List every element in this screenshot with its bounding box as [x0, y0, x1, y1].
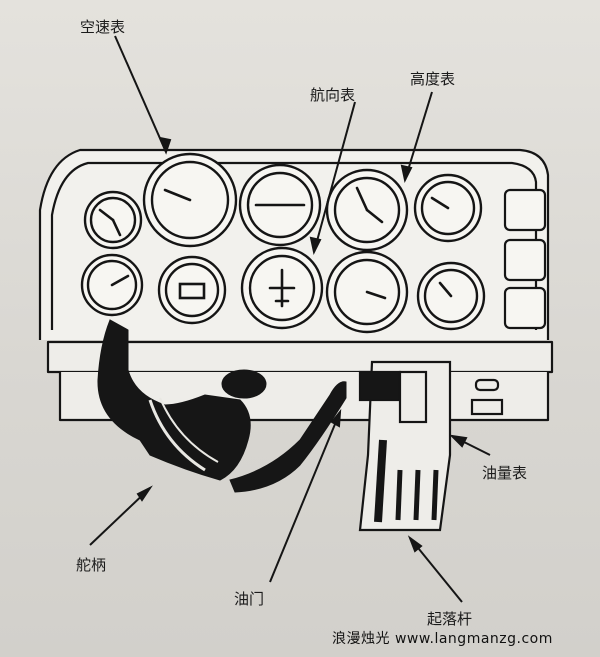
- label-fuel-gauge: 油量表: [482, 464, 528, 482]
- label-airspeed: 空速表: [80, 18, 126, 36]
- leader-lines: [89, 35, 491, 603]
- right-side-gauges: [503, 188, 547, 330]
- control-wheel: [97, 319, 347, 493]
- instrument-needles: [98, 186, 453, 308]
- label-altimeter: 高度表: [410, 70, 456, 88]
- label-throttle: 油门: [234, 590, 265, 608]
- label-heading: 航向表: [310, 86, 356, 104]
- watermark: 浪漫烛光 www.langmanzg.com: [332, 631, 553, 647]
- label-control-wheel: 舵柄: [76, 556, 107, 574]
- throttle-and-gear-lever: [358, 360, 504, 532]
- label-landing-gear: 起落杆: [427, 610, 473, 628]
